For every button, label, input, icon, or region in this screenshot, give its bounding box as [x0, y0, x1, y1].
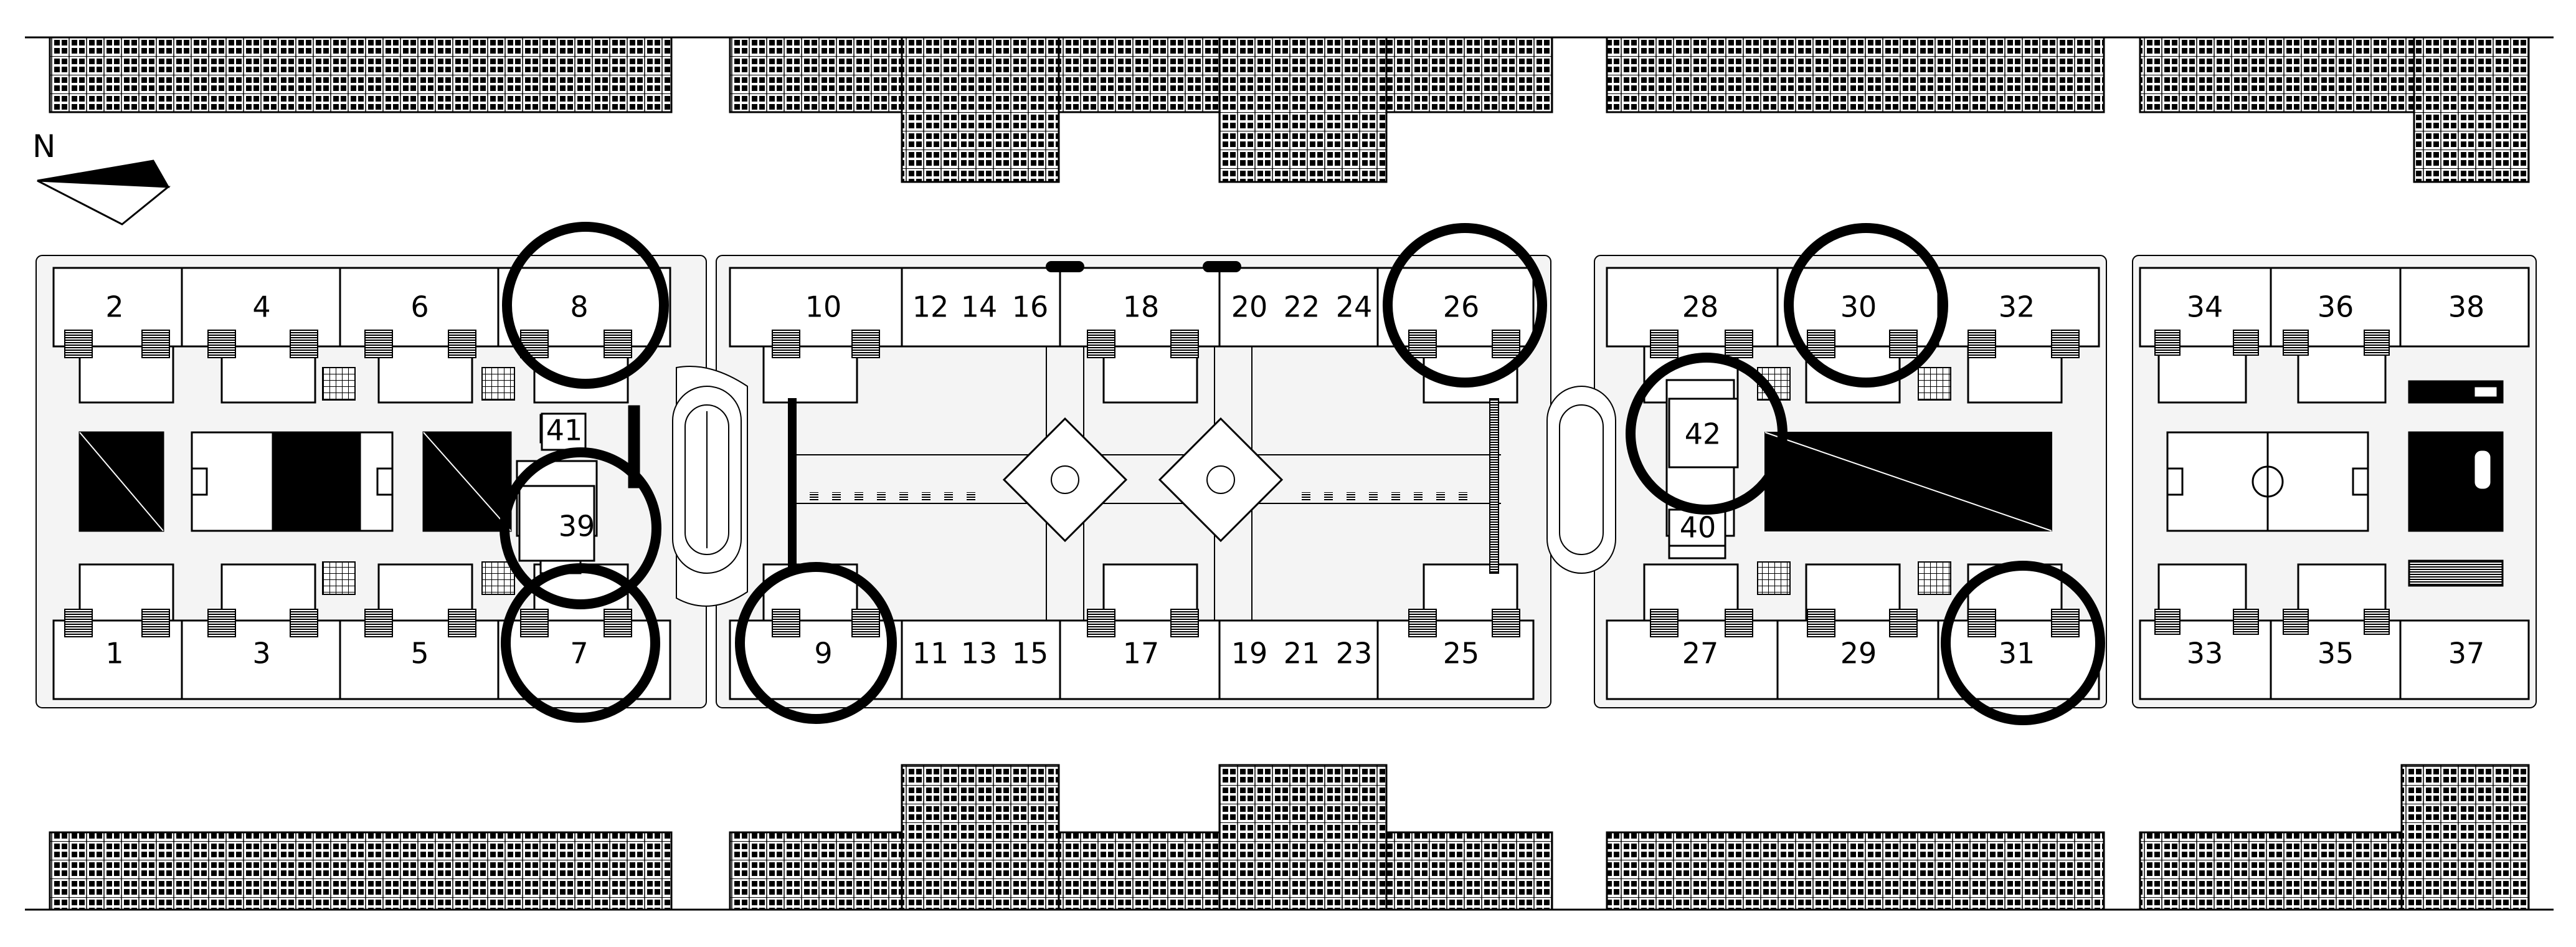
north-arrow: N: [32, 128, 171, 226]
building-label-31: 31: [1999, 637, 2035, 670]
building-label-40: 40: [1680, 511, 1717, 545]
building-label-20: 20: [1231, 290, 1268, 324]
building-label-16: 16: [1012, 290, 1049, 324]
elevation-top-2-tower-a: [901, 36, 1060, 183]
elevation-top-1: [49, 36, 673, 113]
building-label-23: 23: [1336, 637, 1373, 670]
building-label-39: 39: [559, 510, 595, 543]
highlight-circles: [500, 222, 2105, 725]
elevation-top-2: [729, 36, 1553, 113]
highlight-circle-7: [501, 563, 660, 723]
highlight-circle-8: [502, 222, 669, 389]
elevation-top-2-tower-b: [1218, 36, 1388, 183]
highlight-circle-39: [500, 447, 661, 609]
building-label-28: 28: [1682, 290, 1719, 324]
courtyard-squares: [322, 367, 1951, 595]
building-label-9: 9: [814, 637, 832, 670]
elevation-top-4-tower: [2413, 36, 2530, 183]
building-label-29: 29: [1840, 637, 1877, 670]
north-arrow-outline-icon: [37, 179, 171, 226]
building-label-30: 30: [1840, 290, 1877, 324]
building-label-24: 24: [1336, 290, 1373, 324]
building-label-41: 41: [546, 414, 583, 447]
building-label-7: 7: [570, 637, 588, 670]
highlight-circle-31: [1941, 561, 2105, 725]
building-label-27: 27: [1682, 637, 1719, 670]
building-label-36: 36: [2318, 290, 2354, 324]
block-2-plaza: [672, 261, 1501, 621]
building-label-22: 22: [1284, 290, 1320, 324]
building-label-14: 14: [961, 290, 998, 324]
block-4-courtyard: [2166, 380, 2504, 587]
elevation-bottom-3: [1606, 831, 2105, 911]
top-elevations: [25, 36, 2554, 183]
elevation-bottom-2: [729, 831, 1553, 911]
stair-hatches: [64, 330, 2390, 637]
block-1-courtyard: [78, 405, 640, 574]
bottom-elevations: [25, 764, 2554, 911]
building-label-33: 33: [2187, 637, 2223, 670]
building-label-3: 3: [252, 637, 270, 670]
elevation-top-3: [1606, 36, 2105, 113]
building-label-19: 19: [1231, 637, 1268, 670]
highlight-circle-9: [735, 562, 897, 724]
building-label-32: 32: [1999, 290, 2035, 324]
building-label-10: 10: [805, 290, 842, 324]
building-label-42: 42: [1685, 417, 1721, 451]
building-label-37: 37: [2448, 637, 2485, 670]
building-label-26: 26: [1443, 290, 1480, 324]
elevation-bottom-2-tower-a: [901, 764, 1060, 911]
elevation-bottom-4-tower: [2400, 764, 2530, 911]
highlight-circle-26: [1383, 223, 1547, 388]
building-label-25: 25: [1443, 637, 1480, 670]
elevation-bottom-1: [49, 831, 673, 911]
building-label-5: 5: [410, 637, 429, 670]
building-label-35: 35: [2318, 637, 2354, 670]
building-label-6: 6: [410, 290, 429, 324]
building-labels: 1 2 3 4 5 6 7 8 9 10 11 12 13 14 15 16 1…: [105, 290, 2484, 670]
building-label-17: 17: [1123, 637, 1160, 670]
building-label-13: 13: [961, 637, 998, 670]
building-label-38: 38: [2448, 290, 2485, 324]
building-label-11: 11: [912, 637, 949, 670]
building-label-1: 1: [105, 637, 123, 670]
black-area: [272, 431, 361, 532]
elevation-bottom-2-tower-b: [1218, 764, 1388, 911]
north-label: N: [32, 128, 55, 164]
highlight-circle-42: [1626, 353, 1788, 515]
building-label-12: 12: [912, 290, 949, 324]
building-label-2: 2: [105, 290, 123, 324]
building-label-21: 21: [1284, 637, 1320, 670]
building-label-34: 34: [2187, 290, 2223, 324]
building-label-18: 18: [1123, 290, 1160, 324]
building-label-15: 15: [1012, 637, 1049, 670]
mid-buildings: [518, 397, 1739, 562]
highlight-circle-30: [1784, 223, 1948, 388]
building-label-8: 8: [570, 290, 588, 324]
building-label-4: 4: [252, 290, 270, 324]
